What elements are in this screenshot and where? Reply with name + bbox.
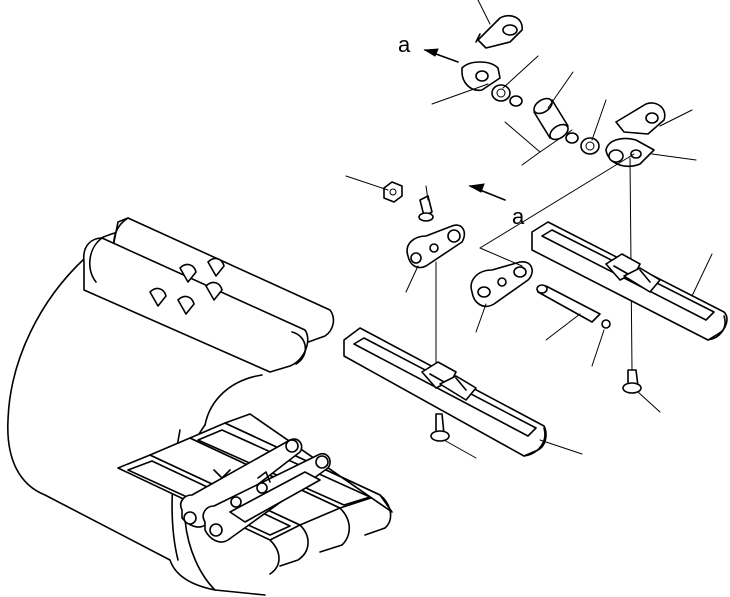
pin-collar [601, 319, 611, 329]
view-marker-a-top: a [398, 32, 411, 57]
seal-left [509, 95, 523, 107]
washer-left [491, 84, 511, 102]
seal-right [565, 132, 579, 144]
back-shoe [109, 217, 335, 346]
lower-shoe-4 [224, 413, 393, 513]
washer-right [580, 137, 600, 155]
drum-outline [7, 257, 266, 596]
chain-link-3 [229, 471, 321, 523]
track-drum-assembly [7, 217, 335, 596]
view-marker-a-middle: a [512, 204, 525, 229]
nut [383, 181, 403, 203]
small-bolt [419, 195, 433, 217]
chain-link-1 [179, 438, 303, 528]
lower-chain-assembly [117, 413, 393, 575]
upper-exploded-parts: a [343, 0, 728, 459]
track-pin [537, 285, 601, 323]
master-link-right [615, 102, 666, 135]
master-link-top [477, 14, 523, 49]
front-shoe [82, 237, 309, 373]
